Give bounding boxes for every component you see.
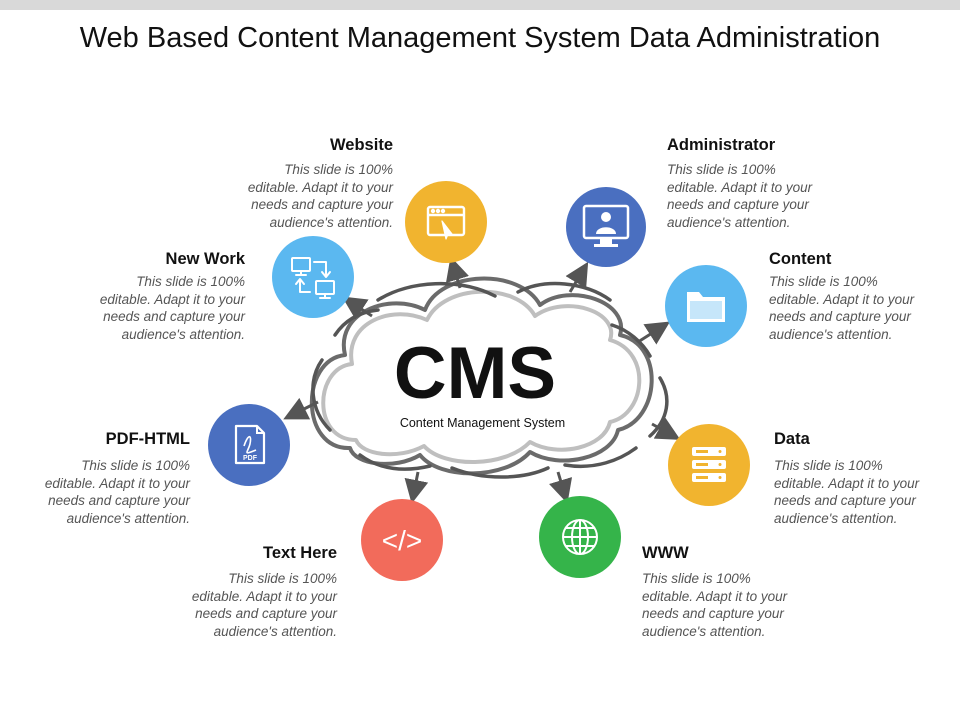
node-desc-data: This slide is 100% editable. Adapt it to… bbox=[774, 458, 920, 526]
arc-top-right bbox=[516, 281, 612, 302]
arrow-website bbox=[445, 256, 469, 289]
server-icon bbox=[692, 447, 726, 482]
code-icon: </> bbox=[382, 525, 422, 556]
folder-icon bbox=[687, 292, 725, 322]
arrow-www bbox=[549, 471, 573, 504]
node-title-text-here: Text Here bbox=[263, 544, 337, 562]
circle-text-here bbox=[361, 499, 443, 581]
top-bar bbox=[0, 0, 960, 10]
node-title-website: Website bbox=[330, 136, 393, 154]
node-desc-www: This slide is 100% editable. Adapt it to… bbox=[642, 571, 788, 639]
cms-subtitle: Content Management System bbox=[399, 416, 566, 430]
browser-cursor-icon bbox=[426, 205, 466, 240]
sync-computers-icon bbox=[291, 257, 335, 299]
node-title-new-work: New Work bbox=[165, 250, 245, 268]
arrow-pdf-html bbox=[283, 397, 319, 420]
node-desc-pdf-html: This slide is 100% editable. Adapt it to… bbox=[44, 458, 190, 526]
circle-new-work bbox=[272, 236, 354, 318]
pdf-file-icon: PDF bbox=[234, 424, 266, 465]
page-title: Web Based Content Management System Data… bbox=[79, 22, 881, 54]
globe-icon bbox=[562, 519, 598, 555]
node-title-content: Content bbox=[769, 250, 832, 268]
arrow-text-here bbox=[404, 471, 429, 504]
connector-arrows bbox=[283, 256, 681, 504]
arrow-administrator bbox=[565, 261, 589, 293]
arrow-new-work bbox=[341, 296, 373, 320]
node-title-pdf-html: PDF-HTML bbox=[105, 430, 190, 448]
monitor-user-icon bbox=[582, 204, 630, 247]
circle-administrator bbox=[566, 187, 646, 267]
cloud-outline-inner bbox=[321, 289, 642, 464]
node-desc-website: This slide is 100% editable. Adapt it to… bbox=[247, 162, 393, 230]
node-title-www: WWW bbox=[642, 544, 689, 562]
arc-left bbox=[311, 358, 332, 432]
pdf-label: PDF bbox=[243, 455, 258, 462]
arrow-data bbox=[651, 417, 681, 440]
circle-website bbox=[405, 181, 487, 263]
node-desc-content: This slide is 100% editable. Adapt it to… bbox=[769, 274, 915, 342]
node-desc-text-here: This slide is 100% editable. Adapt it to… bbox=[191, 571, 337, 639]
node-desc-administrator: This slide is 100% editable. Adapt it to… bbox=[667, 162, 813, 230]
node-desc-new-work: This slide is 100% editable. Adapt it to… bbox=[99, 274, 245, 342]
arc-upper-right bbox=[610, 323, 652, 358]
arc-bottom-mid bbox=[450, 466, 550, 479]
node-title-administrator: Administrator bbox=[667, 136, 776, 154]
node-title-data: Data bbox=[774, 430, 810, 448]
arc-bottom-left bbox=[358, 453, 432, 471]
arrow-content bbox=[637, 321, 671, 345]
arc-bottom-right bbox=[563, 446, 638, 469]
cms-heading: CMS bbox=[393, 333, 557, 414]
arc-top-left bbox=[376, 282, 497, 302]
